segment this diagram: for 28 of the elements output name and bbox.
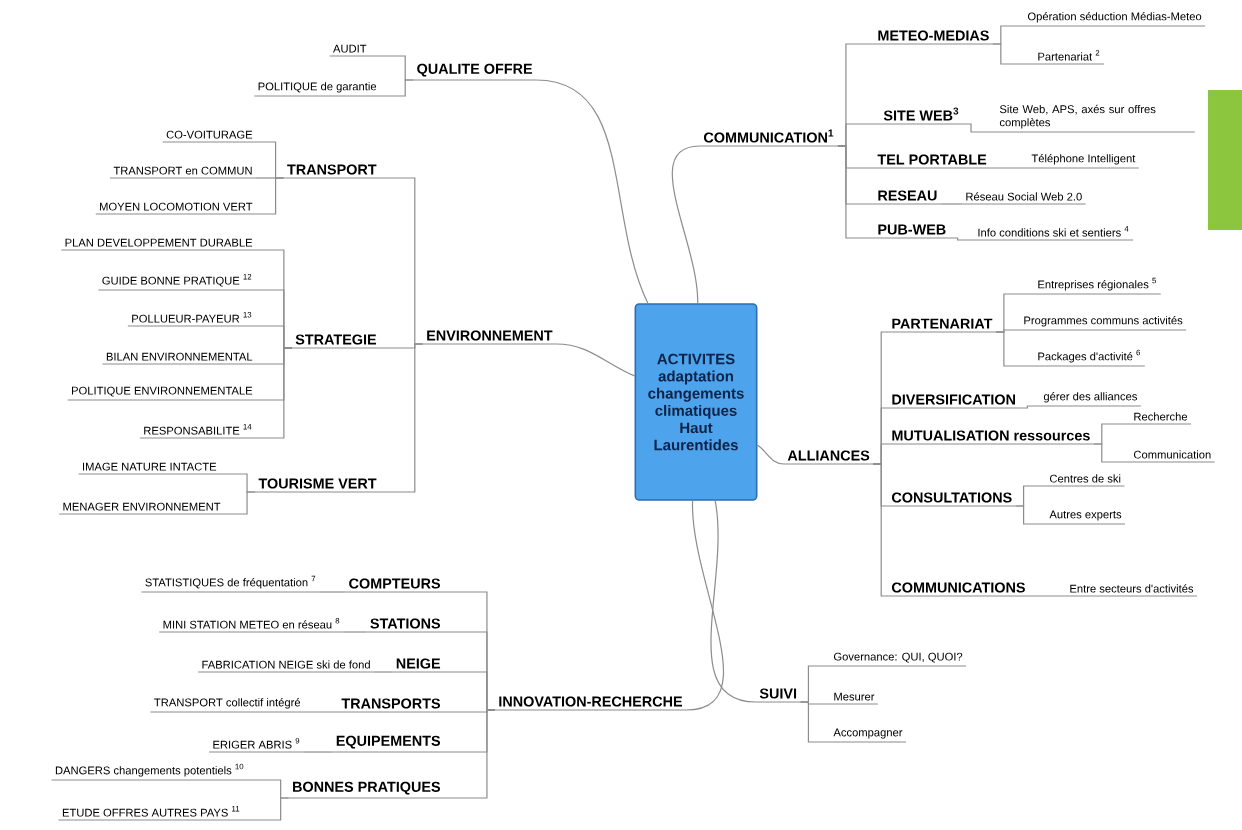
connector bbox=[940, 203, 963, 205]
connector bbox=[555, 343, 636, 377]
connector bbox=[992, 43, 1035, 65]
connector bbox=[303, 711, 339, 713]
connector bbox=[1015, 505, 1047, 525]
connector bbox=[872, 463, 889, 597]
connector bbox=[379, 79, 414, 97]
connector bbox=[995, 331, 1035, 367]
connector bbox=[756, 444, 785, 465]
connector bbox=[243, 797, 290, 821]
connector bbox=[1028, 595, 1067, 597]
connector bbox=[962, 123, 997, 133]
connector bbox=[255, 177, 285, 215]
connector bbox=[799, 701, 831, 743]
connector bbox=[379, 343, 424, 493]
connector bbox=[1093, 443, 1131, 463]
connector bbox=[949, 237, 975, 241]
connector bbox=[671, 145, 701, 304]
connector bbox=[535, 79, 649, 304]
connector bbox=[1018, 405, 1041, 409]
connector bbox=[989, 167, 1029, 169]
connector bbox=[685, 500, 725, 711]
connector bbox=[223, 491, 256, 515]
connector bbox=[373, 671, 393, 673]
connector bbox=[710, 500, 757, 703]
connector bbox=[343, 631, 368, 633]
connector bbox=[319, 591, 346, 593]
connector bbox=[303, 751, 333, 753]
